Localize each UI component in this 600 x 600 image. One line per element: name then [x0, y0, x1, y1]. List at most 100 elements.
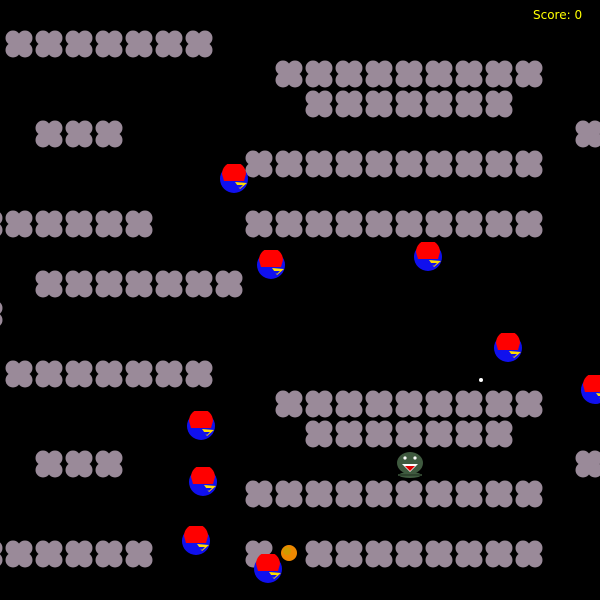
wall-blob-icon	[35, 540, 63, 568]
wall-blob-icon	[35, 270, 63, 298]
wall-blob-icon	[305, 150, 333, 178]
pellet-icon	[479, 378, 483, 382]
wall-blob-icon	[365, 90, 393, 118]
wall-blob-icon	[0, 210, 3, 238]
wall-blob-icon	[95, 120, 123, 148]
wall-blob-icon	[425, 210, 453, 238]
wall-blob-icon	[515, 390, 543, 418]
wall-blob-icon	[185, 270, 213, 298]
wall-blob-icon	[455, 150, 483, 178]
wall-blob-icon	[335, 60, 363, 88]
wall-blob-icon	[365, 390, 393, 418]
wall-blob-icon	[425, 540, 453, 568]
wall-blob-icon	[155, 360, 183, 388]
wall-blob-icon	[515, 60, 543, 88]
wall-blob-icon	[275, 60, 303, 88]
wall-blob-icon	[455, 420, 483, 448]
wall-blob-icon	[65, 540, 93, 568]
wall-blob-icon	[365, 60, 393, 88]
wall-blob-icon	[365, 480, 393, 508]
wall-blob-icon	[95, 30, 123, 58]
maze-walls	[0, 30, 600, 568]
wall-blob-icon	[95, 270, 123, 298]
wall-blob-icon	[335, 540, 363, 568]
wall-blob-icon	[35, 120, 63, 148]
wall-blob-icon	[515, 540, 543, 568]
wall-blob-icon	[125, 540, 153, 568]
enemy-ball-icon	[494, 333, 522, 362]
wall-blob-icon	[395, 60, 423, 88]
wall-blob-icon	[485, 540, 513, 568]
score-value: 0	[574, 8, 583, 22]
wall-blob-icon	[275, 390, 303, 418]
wall-blob-icon	[365, 210, 393, 238]
score-display: Score: 0	[533, 8, 582, 22]
enemy-ball-icon	[182, 526, 210, 555]
wall-blob-icon	[245, 150, 273, 178]
wall-blob-icon	[305, 60, 333, 88]
wall-blob-icon	[485, 420, 513, 448]
wall-blob-icon	[425, 390, 453, 418]
wall-blob-icon	[365, 150, 393, 178]
wall-blob-icon	[335, 480, 363, 508]
wall-blob-icon	[125, 360, 153, 388]
wall-blob-icon	[395, 150, 423, 178]
wall-blob-icon	[455, 90, 483, 118]
wall-blob-icon	[65, 270, 93, 298]
wall-blob-icon	[0, 540, 3, 568]
wall-blob-icon	[485, 480, 513, 508]
wall-blob-icon	[425, 60, 453, 88]
wall-blob-icon	[35, 30, 63, 58]
wall-blob-icon	[305, 390, 333, 418]
wall-blob-icon	[125, 30, 153, 58]
wall-blob-icon	[485, 90, 513, 118]
wall-blob-icon	[125, 210, 153, 238]
maze-items	[281, 378, 483, 561]
wall-blob-icon	[335, 150, 363, 178]
wall-blob-icon	[515, 210, 543, 238]
fruit-icon	[281, 545, 297, 561]
enemy-ball-icon	[581, 375, 600, 404]
wall-blob-icon	[185, 30, 213, 58]
wall-blob-icon	[245, 480, 273, 508]
wall-blob-icon	[95, 210, 123, 238]
enemy-ball-icon	[187, 411, 215, 440]
wall-blob-icon	[5, 210, 33, 238]
wall-blob-icon	[5, 30, 33, 58]
wall-blob-icon	[515, 480, 543, 508]
wall-blob-icon	[305, 420, 333, 448]
enemy-ball-icon	[414, 242, 442, 271]
wall-blob-icon	[5, 360, 33, 388]
wall-blob-icon	[155, 270, 183, 298]
wall-blob-icon	[455, 390, 483, 418]
wall-blob-icon	[425, 90, 453, 118]
wall-blob-icon	[395, 90, 423, 118]
wall-blob-icon	[305, 540, 333, 568]
wall-blob-icon	[65, 360, 93, 388]
score-label: Score:	[533, 8, 571, 22]
wall-blob-icon	[35, 450, 63, 478]
wall-blob-icon	[575, 450, 600, 478]
enemy-ball-icon	[220, 164, 248, 193]
player-layer	[397, 452, 423, 478]
wall-blob-icon	[335, 420, 363, 448]
wall-blob-icon	[455, 540, 483, 568]
wall-blob-icon	[425, 150, 453, 178]
wall-blob-icon	[275, 150, 303, 178]
wall-blob-icon	[395, 540, 423, 568]
wall-blob-icon	[455, 60, 483, 88]
wall-blob-icon	[245, 210, 273, 238]
wall-blob-icon	[275, 480, 303, 508]
wall-blob-icon	[275, 210, 303, 238]
wall-blob-icon	[425, 480, 453, 508]
wall-blob-icon	[185, 360, 213, 388]
wall-blob-icon	[125, 270, 153, 298]
wall-blob-icon	[0, 300, 3, 328]
player-creature-icon	[397, 452, 423, 478]
wall-blob-icon	[395, 420, 423, 448]
wall-blob-icon	[365, 540, 393, 568]
wall-blob-icon	[575, 120, 600, 148]
wall-blob-icon	[65, 30, 93, 58]
wall-blob-icon	[335, 210, 363, 238]
